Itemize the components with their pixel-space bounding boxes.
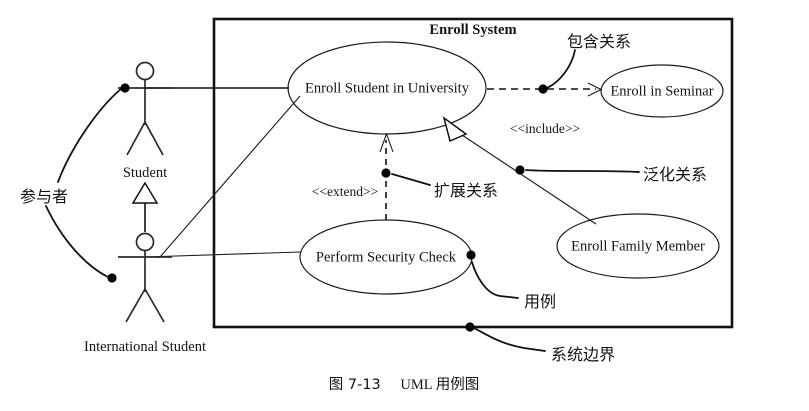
generalization-line-family-member: [461, 134, 597, 225]
generalization-triangle-family-member: [442, 116, 468, 143]
annotation-extend-note: 扩展关系: [434, 181, 498, 200]
leader-boundary-note: [473, 327, 546, 352]
include-arrowhead: [587, 82, 603, 97]
annotation-generalization-note: 泛化关系: [643, 165, 707, 184]
actor-student[interactable]: [118, 61, 172, 156]
leader-dot-boundary: [465, 322, 475, 332]
figure-caption-text: UML 用例图: [400, 376, 479, 393]
use-case-enroll-family-member[interactable]: [556, 213, 720, 279]
actor-student-head-icon: [135, 61, 155, 81]
leader-dot-student-actor: [120, 83, 130, 93]
leader-dot-generalization: [515, 165, 525, 175]
use-case-label-enroll-family-member: Enroll Family Member: [571, 238, 705, 254]
leader-usecase-note: [471, 261, 519, 299]
leader-include-note: [546, 49, 576, 89]
leader-actor-note-to-intl-student: [45, 205, 109, 278]
annotation-system-boundary-note: 系统边界: [551, 345, 615, 364]
actor-label-student: Student: [123, 165, 167, 181]
association-intl-student-to-enroll-university: [159, 95, 301, 258]
leader-dot-usecase: [466, 250, 476, 260]
leader-actor-note-to-student: [57, 87, 123, 183]
stereotype-extend: <<extend>>: [312, 184, 378, 199]
actor-intl-student-leg-left: [125, 288, 146, 323]
extend-arrowhead: [379, 132, 394, 153]
actor-student-leg-right: [144, 121, 164, 156]
leader-dot-include: [538, 84, 548, 94]
actor-intl-student-leg-right: [144, 288, 165, 323]
annotation-include-note: 包含关系: [567, 32, 631, 51]
system-boundary-title: Enroll System: [429, 22, 516, 38]
use-case-label-enroll-in-seminar: Enroll in Seminar: [610, 83, 713, 99]
annotation-actor-note: 参与者: [20, 187, 68, 206]
stereotype-include: <<include>>: [510, 121, 580, 136]
actor-student-leg-left: [126, 121, 146, 156]
annotation-usecase-note: 用例: [524, 292, 556, 311]
leader-dot-intl-student-actor: [107, 273, 117, 283]
use-case-label-perform-security-check: Perform Security Check: [316, 249, 457, 265]
leader-dot-extend: [381, 168, 391, 178]
use-case-enroll-in-seminar[interactable]: [600, 64, 724, 118]
generalization-triangle-intl-student: [131, 181, 159, 204]
figure-caption-prefix: 图 7-13: [329, 377, 381, 393]
leader-generalization-note: [525, 169, 640, 173]
actor-intl-student-head-icon: [135, 232, 155, 252]
actor-international-student[interactable]: [118, 232, 172, 323]
leader-extend-note: [391, 173, 431, 186]
actor-label-international-student: International Student: [84, 339, 206, 355]
figure-caption: 图 7-13 UML 用例图: [329, 376, 479, 393]
use-case-label-enroll-student-in-university: Enroll Student in University: [305, 80, 470, 96]
